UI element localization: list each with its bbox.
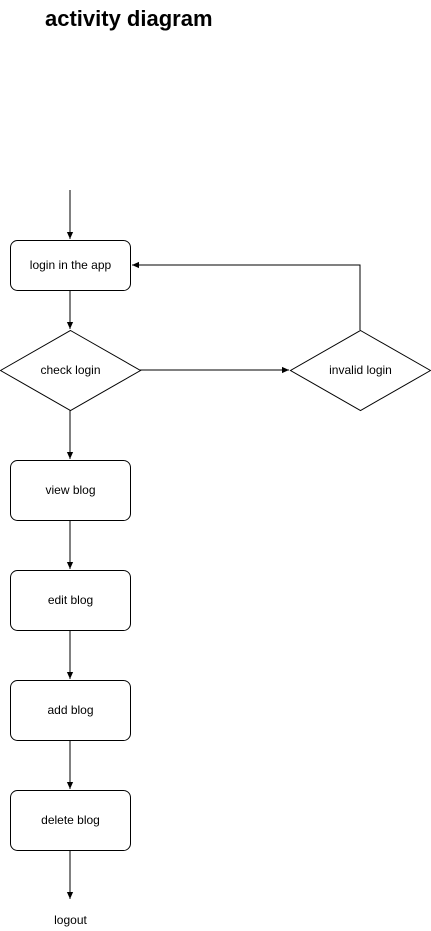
node-delete-blog[interactable]: delete blog <box>10 790 131 851</box>
node-edit-blog-label: edit blog <box>48 593 93 607</box>
node-login-app-label: login in the app <box>30 258 112 272</box>
node-delete-blog-label: delete blog <box>41 813 100 827</box>
decision-invalid-login[interactable]: invalid login <box>289 329 431 412</box>
node-login-app[interactable]: login in the app <box>10 240 131 291</box>
arrow-invalid-to-login <box>132 261 361 330</box>
node-add-blog-label: add blog <box>47 703 93 717</box>
node-add-blog[interactable]: add blog <box>10 680 131 741</box>
page-title: activity diagram <box>45 6 213 31</box>
node-view-blog[interactable]: view blog <box>10 460 131 521</box>
decision-check-login-label: check login <box>40 363 100 377</box>
decision-invalid-login-label: invalid login <box>329 363 392 377</box>
decision-check-login[interactable]: check login <box>0 329 142 412</box>
node-edit-blog[interactable]: edit blog <box>10 570 131 631</box>
node-logout-label[interactable]: logout <box>54 913 87 927</box>
node-view-blog-label: view blog <box>45 483 95 497</box>
